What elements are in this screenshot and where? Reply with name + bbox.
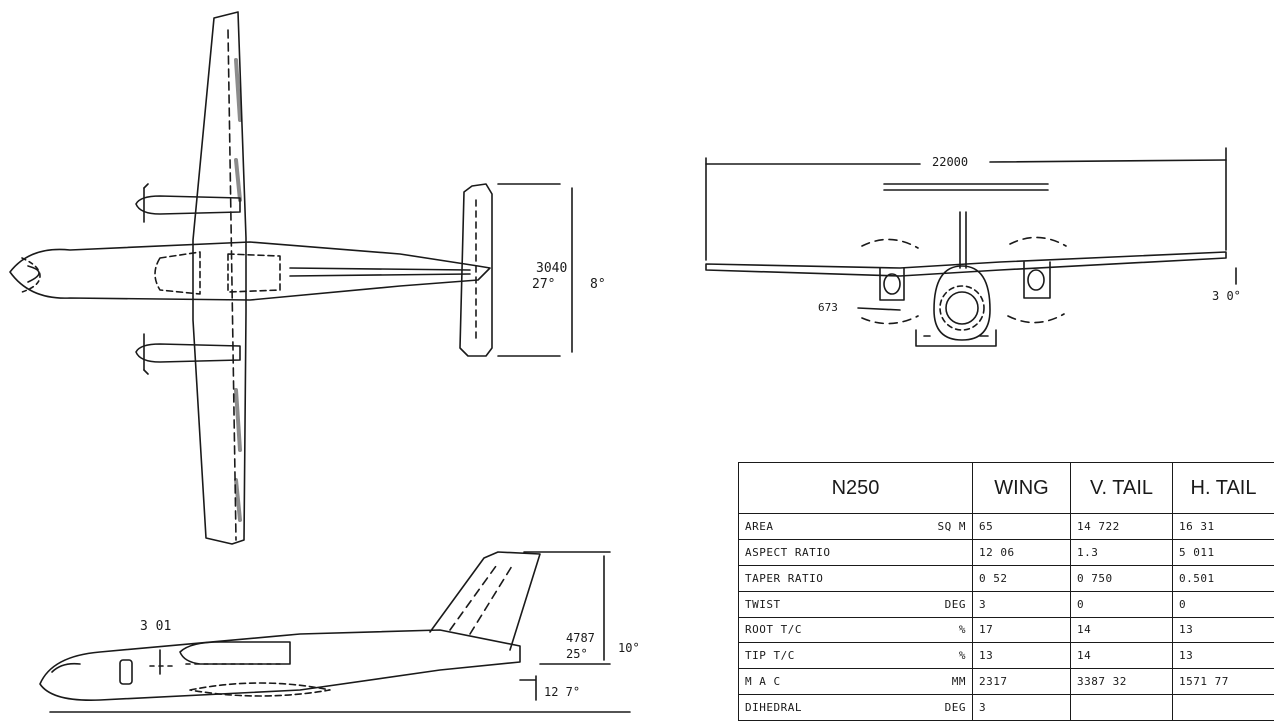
side-view-height-label: 4787 (566, 631, 595, 645)
top-view-engine-left (135, 195, 241, 215)
top-view-engine-right (135, 343, 241, 363)
row-wing-value: 17 (972, 616, 1071, 644)
side-view-angle-label: 25° (566, 647, 588, 661)
spec-table: N250 WING V. TAIL H. TAIL AREA SQ M 65 1… (738, 462, 1274, 721)
row-htail-value: 0.501 (1172, 564, 1274, 592)
row-htail-value: 16 31 (1172, 513, 1274, 540)
front-view-dim-right-label: 3 0° (1212, 289, 1241, 303)
row-unit: DEG (908, 590, 973, 618)
side-view-angle2-label: 10° (618, 641, 640, 655)
row-vtail-value: 1.3 (1070, 538, 1173, 566)
row-param: TIP T/C (738, 642, 909, 670)
row-htail-value (1172, 694, 1274, 721)
row-vtail-value: 0 (1070, 590, 1173, 618)
front-view-vertical-tail (959, 211, 967, 269)
top-view-span-label: 3040 (536, 261, 568, 276)
row-param: TAPER RATIO (738, 564, 909, 592)
row-vtail-value: 14 (1070, 616, 1173, 644)
row-param: TWIST (738, 590, 909, 618)
row-unit: % (908, 642, 973, 670)
row-wing-value: 12 06 (972, 538, 1071, 566)
row-vtail-value (1070, 694, 1173, 721)
row-param: ASPECT RATIO (738, 538, 909, 566)
row-param: ROOT T/C (738, 616, 909, 644)
table-row: ASPECT RATIO 12 06 1.3 5 011 (738, 538, 1274, 566)
row-htail-value: 13 (1172, 642, 1274, 670)
top-view-angle-label: 27° (532, 277, 556, 292)
top-view-angle2-label: 8° (590, 277, 606, 292)
header-h-tail: H. TAIL (1172, 462, 1274, 514)
row-vtail-value: 3387 32 (1070, 668, 1173, 696)
row-param: M A C (738, 668, 909, 696)
row-htail-value: 0 (1172, 590, 1274, 618)
side-view-dim-bottom-label: 12 7° (544, 685, 581, 699)
row-unit (908, 564, 973, 592)
top-view-aircraft (9, 11, 573, 545)
table-row: TIP T/C % 13 14 13 (738, 642, 1274, 670)
side-view-fuselage (39, 629, 521, 701)
side-view-vertical-tail (429, 551, 541, 651)
row-vtail-value: 14 (1070, 642, 1173, 670)
row-wing-value: 3 (972, 694, 1071, 721)
table-row: TAPER RATIO 0 52 0 750 0.501 (738, 564, 1274, 592)
row-param: AREA (738, 513, 909, 540)
row-htail-value: 13 (1172, 616, 1274, 644)
row-wing-value: 0 52 (972, 564, 1071, 592)
table-row: AREA SQ M 65 14 722 16 31 (738, 513, 1274, 540)
table-row: M A C MM 2317 3387 32 1571 77 (738, 668, 1274, 696)
row-param: DIHEDRAL (738, 694, 909, 721)
table-row: TWIST DEG 3 0 0 (738, 590, 1274, 618)
row-htail-value: 1571 77 (1172, 668, 1274, 696)
front-view-aircraft (705, 147, 1237, 347)
table-header-row: N250 WING V. TAIL H. TAIL (738, 462, 1274, 514)
row-vtail-value: 14 722 (1070, 513, 1173, 540)
row-unit: SQ M (908, 513, 973, 540)
header-v-tail: V. TAIL (1070, 462, 1173, 514)
top-view-wing (192, 11, 247, 545)
row-unit: MM (908, 668, 973, 696)
row-unit: % (908, 616, 973, 644)
header-model: N250 (738, 462, 973, 514)
front-view-dim-left-label: 673 (818, 301, 838, 314)
front-view-fuselage (933, 265, 991, 341)
row-wing-value: 65 (972, 513, 1071, 540)
row-wing-value: 2317 (972, 668, 1071, 696)
side-view-dim-label: 3 01 (140, 619, 172, 634)
row-wing-value: 3 (972, 590, 1071, 618)
side-view-aircraft (39, 551, 631, 713)
row-unit: DEG (908, 694, 973, 721)
front-view-width-label: 22000 (928, 156, 973, 168)
row-htail-value: 5 011 (1172, 538, 1274, 566)
spec-table-container: N250 WING V. TAIL H. TAIL AREA SQ M 65 1… (738, 462, 1274, 721)
header-wing: WING (972, 462, 1071, 514)
row-wing-value: 13 (972, 642, 1071, 670)
top-view-horizontal-tail (459, 183, 493, 357)
table-row: DIHEDRAL DEG 3 (738, 694, 1274, 721)
front-view-horizontal-tail (883, 183, 1049, 191)
top-view-fuselage (9, 241, 491, 301)
front-view-wing (705, 251, 1227, 277)
table-row: ROOT T/C % 17 14 13 (738, 616, 1274, 644)
row-vtail-value: 0 750 (1070, 564, 1173, 592)
row-unit (908, 538, 973, 566)
